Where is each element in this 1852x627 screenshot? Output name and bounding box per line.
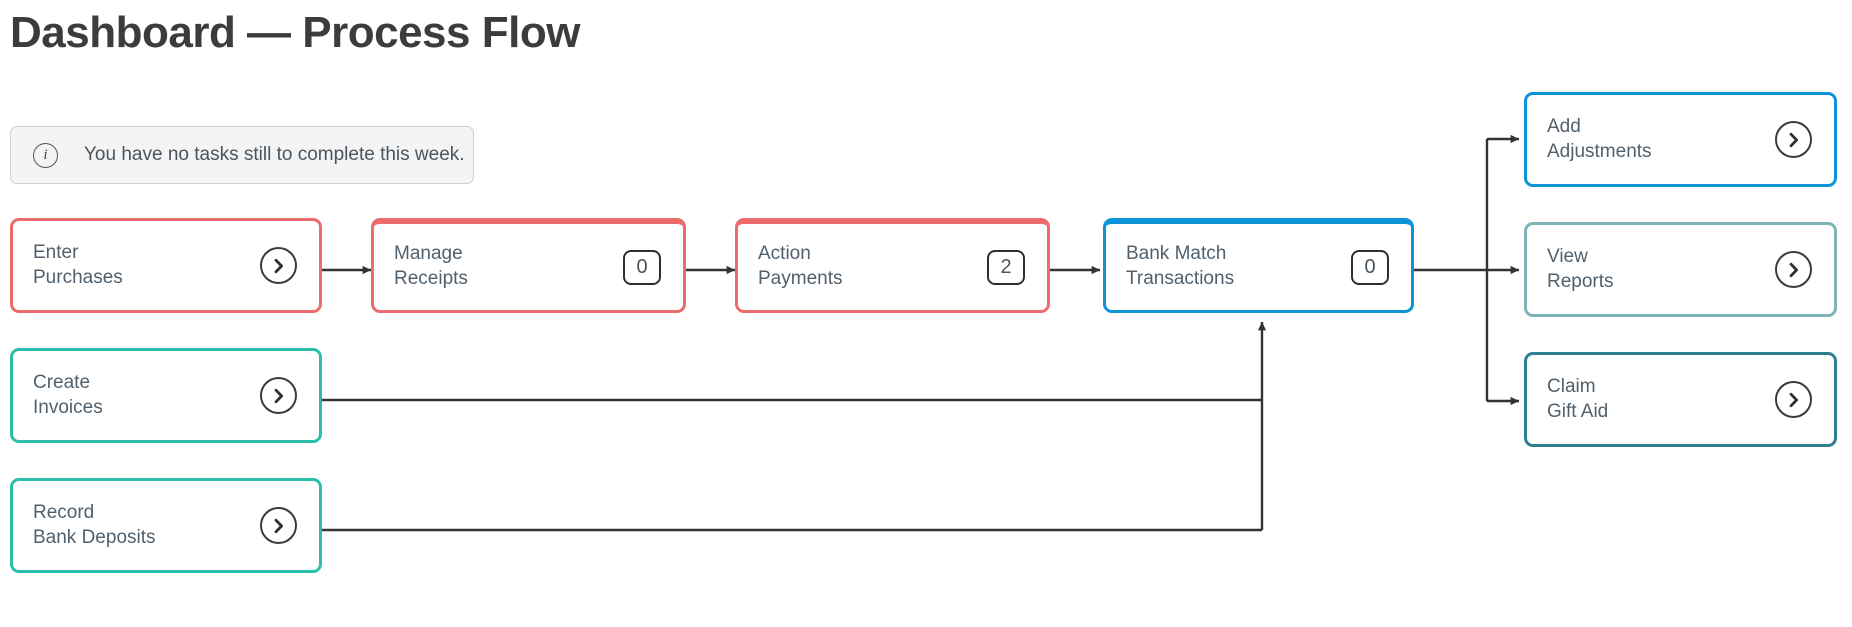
card-add-adjustments[interactable]: Add Adjustments [1524, 92, 1837, 187]
chevron-right-circle-icon[interactable] [1775, 381, 1812, 418]
card-line1: View [1547, 245, 1588, 267]
card-create-invoices[interactable]: Create Invoices [10, 348, 322, 443]
card-labels: Action Payments [758, 242, 842, 291]
info-circle-icon: i [33, 142, 58, 168]
card-labels: View Reports [1547, 245, 1614, 294]
card-manage-receipts[interactable]: Manage Receipts 0 [371, 218, 686, 313]
card-line2: Bank Deposits [33, 526, 156, 548]
info-banner-message: You have no tasks still to complete this… [84, 144, 465, 165]
card-line2: Transactions [1126, 268, 1235, 289]
card-record-bank-deposits[interactable]: Record Bank Deposits [10, 478, 322, 573]
card-action-payments[interactable]: Action Payments 2 [735, 218, 1050, 313]
card-line1: Bank Match [1126, 243, 1227, 265]
chevron-right-circle-icon[interactable] [260, 247, 297, 284]
card-line2: Adjustments [1547, 140, 1652, 162]
chevron-right-circle-icon[interactable] [260, 377, 297, 414]
card-claim-gift-aid[interactable]: Claim Gift Aid [1524, 352, 1837, 447]
count-badge[interactable]: 2 [987, 249, 1025, 285]
card-labels: Manage Receipts [394, 242, 468, 291]
info-icon-glyph: i [43, 146, 48, 163]
card-bank-match-transactions[interactable]: Bank Match Transactions 0 [1103, 218, 1414, 313]
card-line1: Manage [394, 243, 463, 265]
card-line2: Purchases [33, 266, 123, 288]
card-view-reports[interactable]: View Reports [1524, 222, 1837, 317]
card-line2: Receipts [394, 268, 468, 289]
card-line1: Action [758, 243, 811, 265]
card-line1: Enter [33, 241, 79, 263]
card-labels: Enter Purchases [33, 241, 123, 290]
chevron-right-circle-icon[interactable] [260, 507, 297, 544]
info-banner: i You have no tasks still to complete th… [10, 126, 474, 184]
page-title: Dashboard — Process Flow [10, 8, 580, 57]
card-labels: Bank Match Transactions [1126, 242, 1234, 291]
card-line2: Gift Aid [1547, 400, 1609, 422]
card-line1: Claim [1547, 375, 1596, 397]
card-enter-purchases[interactable]: Enter Purchases [10, 218, 322, 313]
card-line2: Reports [1547, 270, 1614, 292]
card-labels: Create Invoices [33, 371, 103, 420]
card-labels: Claim Gift Aid [1547, 375, 1608, 424]
card-labels: Record Bank Deposits [33, 501, 156, 550]
card-line2: Payments [758, 268, 843, 289]
card-line1: Create [33, 371, 91, 393]
chevron-right-circle-icon[interactable] [1775, 121, 1812, 158]
card-labels: Add Adjustments [1547, 115, 1652, 164]
card-line2: Invoices [33, 396, 103, 418]
count-badge[interactable]: 0 [623, 249, 661, 285]
chevron-right-circle-icon[interactable] [1775, 251, 1812, 288]
count-badge[interactable]: 0 [1351, 249, 1389, 285]
card-line1: Add [1547, 115, 1581, 137]
card-line1: Record [33, 501, 95, 523]
